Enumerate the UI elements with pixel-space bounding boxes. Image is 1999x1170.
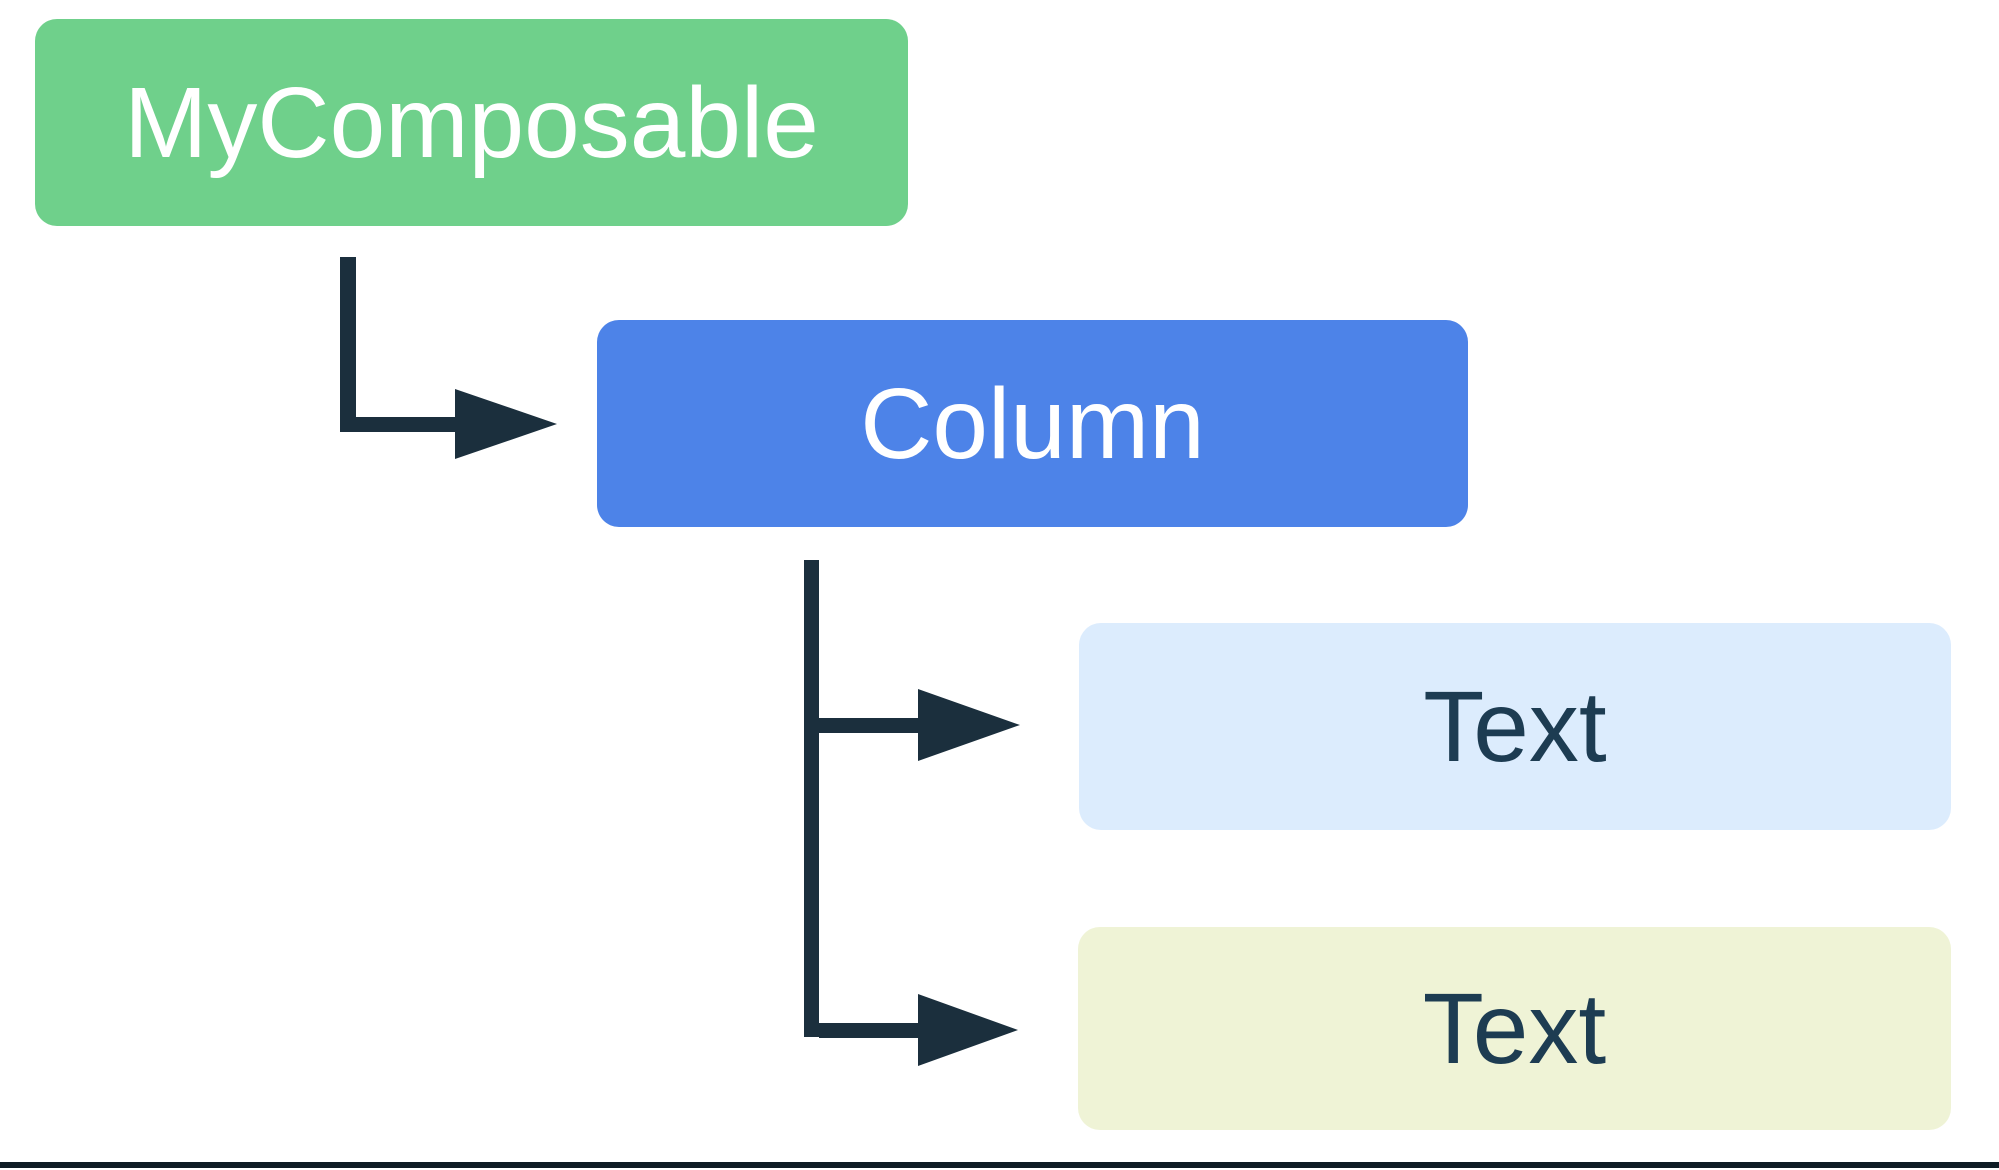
arrow-head-icon (918, 994, 1018, 1066)
connector-column-children-stem (804, 560, 819, 1037)
connector-mycomposable-column-line (340, 417, 455, 432)
node-column-label: Column (860, 367, 1205, 480)
arrow-head-icon (455, 389, 557, 459)
node-text-1-label: Text (1423, 670, 1607, 783)
node-mycomposable: MyComposable (35, 19, 908, 226)
bottom-divider-line (0, 1162, 1999, 1168)
arrow-head-icon (918, 689, 1020, 761)
node-column: Column (597, 320, 1468, 527)
node-mycomposable-label: MyComposable (124, 66, 819, 179)
connector-column-text-2-line (819, 1023, 918, 1038)
connector-column-text-1-line (819, 718, 918, 733)
node-text-2-label: Text (1422, 972, 1607, 1085)
connector-mycomposable-column-stem (340, 257, 356, 432)
node-text-1: Text (1079, 623, 1951, 830)
node-text-2: Text (1078, 927, 1951, 1130)
